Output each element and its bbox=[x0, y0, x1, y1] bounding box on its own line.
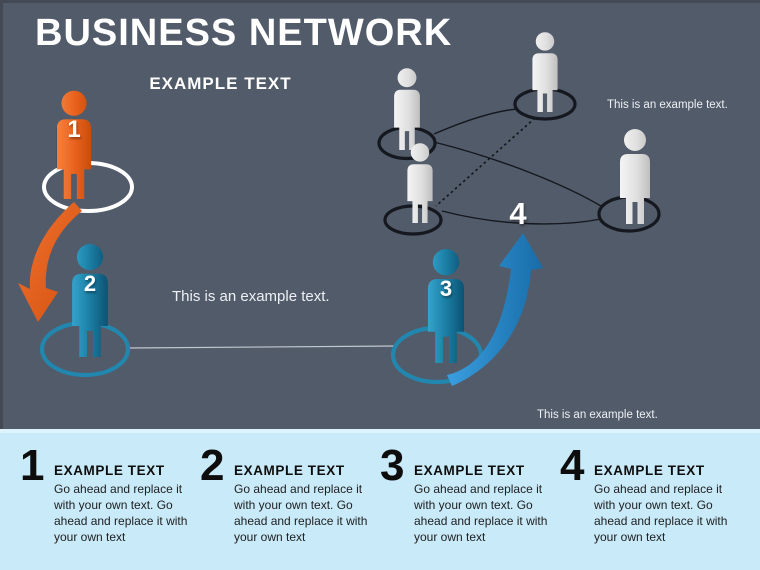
page-title: BUSINESS NETWORK bbox=[35, 12, 453, 54]
diagram-scene bbox=[18, 32, 661, 386]
subtitle-label: EXAMPLE TEXT bbox=[149, 74, 292, 93]
connection-line-topleft-right bbox=[433, 141, 602, 207]
annotation-right: This is an example text. bbox=[607, 99, 728, 111]
network-person-midleft-icon bbox=[407, 143, 433, 223]
connection-line-topcenter-midleft-dotted bbox=[435, 117, 536, 207]
legend-body: Go ahead and replace it with your own te… bbox=[414, 482, 548, 544]
network-person-topleft-icon bbox=[394, 68, 420, 150]
connection-line-midleft-right bbox=[441, 210, 602, 225]
connection-line-figure2-figure3 bbox=[127, 345, 396, 349]
legend-text: EXAMPLE TEXT Go ahead and replace it wit… bbox=[414, 448, 560, 570]
legend-heading: EXAMPLE TEXT bbox=[54, 463, 165, 478]
step4-number: 4 bbox=[509, 196, 527, 231]
figure3-number: 3 bbox=[439, 276, 453, 301]
annotation-bottom: This is an example text. bbox=[537, 409, 658, 421]
figure2-number: 2 bbox=[83, 271, 97, 296]
legend-number: 1 bbox=[20, 441, 44, 490]
legend-heading: EXAMPLE TEXT bbox=[414, 463, 525, 478]
legend-item-4: 4 EXAMPLE TEXT Go ahead and replace it w… bbox=[560, 441, 740, 570]
figure1-number: 1 bbox=[67, 116, 81, 143]
diagram-area: BUSINESS NETWORK EXAMPLE TEXT 1 2 3 4 Th… bbox=[18, 12, 728, 421]
arrow-4-up-icon bbox=[447, 233, 543, 386]
arrow-1-down-icon bbox=[18, 202, 82, 322]
legend-text: EXAMPLE TEXT Go ahead and replace it wit… bbox=[54, 448, 200, 570]
legend-item-2: 2 EXAMPLE TEXT Go ahead and replace it w… bbox=[200, 441, 380, 570]
legend-item-1: 1 EXAMPLE TEXT Go ahead and replace it w… bbox=[20, 441, 200, 570]
network-person-topcenter-icon bbox=[532, 32, 558, 112]
legend-text: EXAMPLE TEXT Go ahead and replace it wit… bbox=[594, 448, 740, 570]
legend-item-3: 3 EXAMPLE TEXT Go ahead and replace it w… bbox=[380, 441, 560, 570]
annotation-middle: This is an example text. bbox=[172, 288, 330, 305]
legend-number: 4 bbox=[560, 441, 584, 490]
legend-body: Go ahead and replace it with your own te… bbox=[594, 482, 728, 544]
legend-panel: 1 EXAMPLE TEXT Go ahead and replace it w… bbox=[0, 429, 760, 570]
legend-heading: EXAMPLE TEXT bbox=[594, 463, 705, 478]
legend-number: 3 bbox=[380, 441, 404, 490]
legend-heading: EXAMPLE TEXT bbox=[234, 463, 345, 478]
person-figure1-icon bbox=[56, 90, 92, 199]
ring-figure1 bbox=[42, 161, 134, 213]
network-person-right-icon bbox=[620, 129, 650, 224]
connection-line-topleft-topcenter bbox=[433, 108, 518, 135]
legend-body: Go ahead and replace it with your own te… bbox=[54, 482, 188, 544]
legend-body: Go ahead and replace it with your own te… bbox=[234, 482, 368, 544]
legend-number: 2 bbox=[200, 441, 224, 490]
legend-text: EXAMPLE TEXT Go ahead and replace it wit… bbox=[234, 448, 380, 570]
person-figure3-icon bbox=[428, 249, 464, 363]
person-figure2-icon bbox=[72, 243, 108, 357]
